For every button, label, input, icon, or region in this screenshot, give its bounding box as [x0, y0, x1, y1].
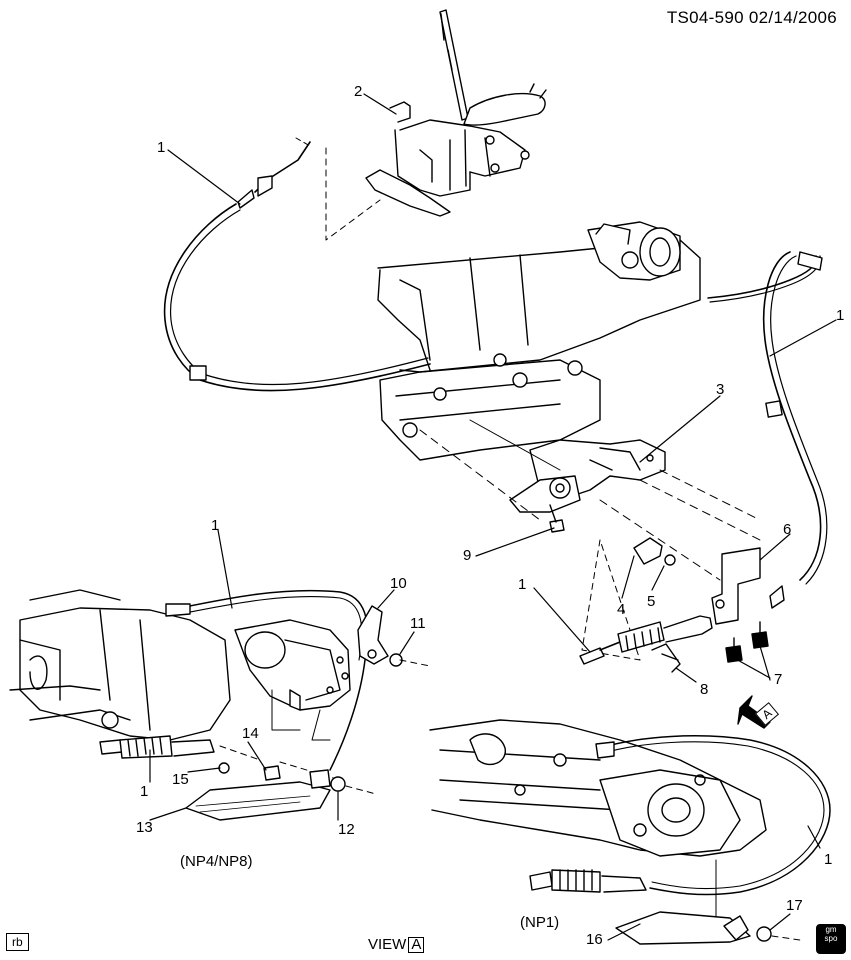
callout-1-upper-cable: 1 — [157, 139, 166, 156]
nut-12 — [330, 776, 346, 792]
callout-14: 14 — [242, 725, 259, 742]
skid-plate-13 — [185, 781, 331, 821]
caption-view-letter: A — [408, 937, 425, 953]
logo-line-2: spo — [824, 934, 838, 943]
nut-5 — [664, 554, 676, 566]
caption-np4-np8: (NP4/NP8) — [180, 853, 253, 870]
nut-14 — [263, 765, 281, 781]
callout-12: 12 — [338, 821, 355, 838]
corner-tag: rb — [6, 933, 29, 951]
bolts-7 — [725, 621, 769, 663]
callout-1-right-cable: 1 — [836, 307, 845, 324]
callout-leaders — [149, 93, 837, 941]
callout-3: 3 — [716, 381, 725, 398]
shift-cable-right — [762, 251, 828, 609]
callout-15: 15 — [172, 771, 189, 788]
bracket-10 — [357, 605, 389, 665]
callout-13: 13 — [136, 819, 153, 836]
callout-5: 5 — [647, 593, 656, 610]
logo-line-1: gm — [825, 925, 837, 934]
callout-1-np4-lower: 1 — [140, 783, 149, 800]
clip-4 — [633, 537, 663, 565]
callout-2: 2 — [354, 83, 363, 100]
callout-17: 17 — [786, 897, 803, 914]
callout-4: 4 — [617, 601, 626, 618]
callout-1-lower-right-cable: 1 — [518, 576, 527, 593]
bracket-plate-16 — [615, 911, 751, 945]
diagram-reference-id: TS04-590 02/14/2006 — [666, 8, 837, 27]
transfer-case-np1 — [429, 719, 767, 857]
shift-cable-lower-left — [99, 589, 369, 771]
gm-spo-logo: gm spo — [816, 924, 846, 954]
callout-11: 11 — [410, 615, 426, 632]
caption-np1: (NP1) — [520, 914, 560, 931]
callout-1-np4-cable: 1 — [211, 517, 220, 534]
shift-lever-assembly — [365, 9, 547, 217]
shift-cable-lower-right — [579, 615, 713, 665]
transfer-case-np4-np8 — [9, 589, 351, 741]
callout-7: 7 — [774, 671, 783, 688]
nut-17 — [756, 926, 772, 942]
caption-view-text: VIEW — [368, 936, 407, 953]
callout-9: 9 — [463, 547, 472, 564]
shift-actuator-motor — [509, 439, 666, 513]
callout-1-np1-cable: 1 — [824, 851, 833, 868]
callout-10: 10 — [390, 575, 407, 592]
callout-16: 16 — [586, 931, 603, 948]
callout-6: 6 — [783, 521, 792, 538]
bracket-6 — [711, 547, 761, 625]
assembly-leader-lines — [419, 419, 761, 661]
shift-cable-np1 — [529, 735, 831, 896]
transmission-housing — [377, 221, 701, 461]
shift-cable-upper — [163, 141, 431, 392]
callout-8: 8 — [700, 681, 709, 698]
